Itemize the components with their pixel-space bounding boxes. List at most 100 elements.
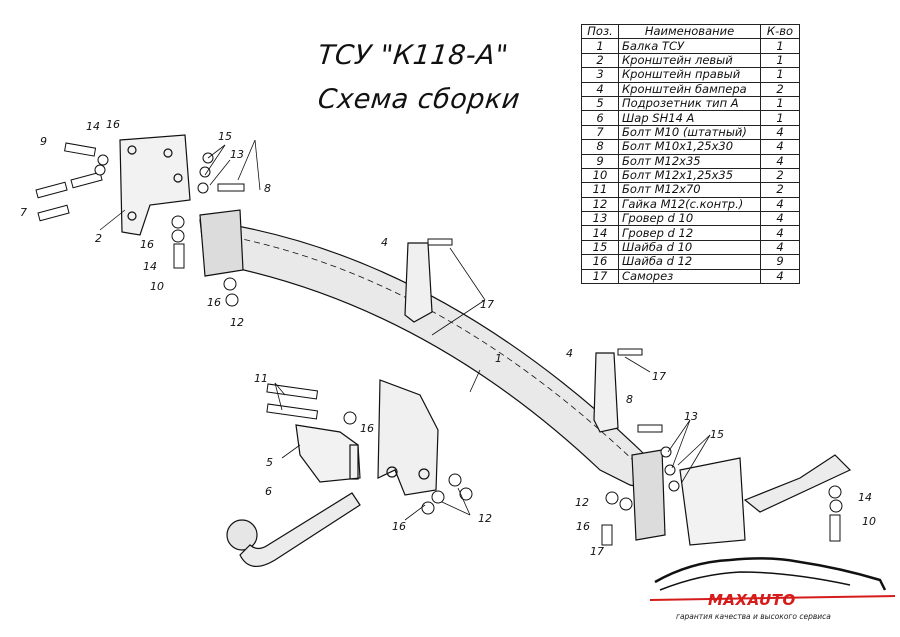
row-qty: 2 — [760, 182, 800, 198]
brand-name: MAXAUTO — [708, 591, 796, 609]
callout-13: 13 — [230, 148, 244, 161]
maxauto-logo — [649, 557, 896, 601]
left-bracket — [119, 134, 191, 236]
callout-7: 7 — [20, 206, 27, 219]
callout-12: 12 — [575, 496, 589, 509]
callout-17: 17 — [652, 370, 666, 383]
callout-16: 16 — [106, 118, 120, 131]
row-name: Балка ТСУ — [618, 38, 761, 54]
row-qty: 4 — [760, 139, 800, 155]
row-name: Гровер d 12 — [618, 225, 761, 241]
callout-12: 12 — [478, 512, 492, 525]
row-pos: 2 — [581, 52, 619, 69]
callout-16: 16 — [140, 238, 154, 251]
row-qty: 1 — [760, 52, 800, 69]
row-qty: 2 — [760, 167, 800, 184]
row-name: Саморез — [618, 268, 761, 285]
row-name: Болт М10х1,25х30 — [618, 139, 761, 155]
callout-10: 10 — [862, 515, 876, 528]
row-pos: 5 — [581, 95, 619, 112]
row-qty: 4 — [760, 196, 800, 213]
callout-11: 11 — [254, 372, 268, 385]
brand-tagline: гарантия качества и высокого сервиса — [676, 612, 831, 621]
row-pos: 13 — [581, 211, 619, 227]
callout-15: 15 — [218, 130, 232, 143]
callout-17: 17 — [590, 545, 604, 558]
row-pos: 10 — [581, 167, 619, 184]
callout-9: 9 — [40, 135, 47, 148]
row-name: Шайба d 10 — [618, 239, 761, 256]
callout-16: 16 — [207, 296, 221, 309]
row-qty: 4 — [760, 153, 800, 169]
callout-17: 17 — [480, 298, 494, 311]
callout-14: 14 — [86, 120, 100, 133]
row-qty: 4 — [760, 268, 800, 285]
row-pos: 15 — [581, 239, 619, 256]
header-pos: Поз. — [581, 23, 619, 40]
row-qty: 2 — [760, 81, 800, 97]
row-name: Шар SH14 А — [618, 110, 761, 126]
row-name: Болт М10 (штатный) — [618, 124, 761, 141]
row-name: Болт М12х70 — [618, 182, 761, 198]
row-pos: 3 — [581, 67, 619, 83]
row-pos: 6 — [581, 110, 619, 126]
row-pos: 4 — [581, 81, 619, 97]
callout-4: 4 — [381, 236, 388, 249]
callout-6: 6 — [265, 485, 272, 498]
callout-12: 12 — [230, 316, 244, 329]
row-pos: 17 — [581, 268, 619, 285]
row-pos: 7 — [581, 124, 619, 141]
table-header-row: Поз. Наименование К-во — [581, 23, 800, 40]
row-name: Болт М12х35 — [618, 153, 761, 169]
row-pos: 1 — [581, 38, 619, 54]
callout-16: 16 — [360, 422, 374, 435]
callout-14: 14 — [143, 260, 157, 273]
callout-5: 5 — [266, 456, 273, 469]
row-name: Гайка М12(с.контр.) — [618, 196, 761, 213]
callout-8: 8 — [264, 182, 271, 195]
row-pos: 8 — [581, 139, 619, 155]
header-qty: К-во — [760, 23, 800, 40]
callout-10: 10 — [150, 280, 164, 293]
bumper-bracket-right — [593, 352, 619, 433]
callout-8: 8 — [626, 393, 633, 406]
callout-1: 1 — [495, 352, 502, 365]
row-name: Болт М12х1,25х35 — [618, 167, 761, 184]
callout-2: 2 — [95, 232, 102, 245]
row-pos: 14 — [581, 225, 619, 241]
tow-ball — [226, 519, 258, 551]
callout-14: 14 — [858, 491, 872, 504]
callout-16: 16 — [392, 520, 406, 533]
row-pos: 12 — [581, 196, 619, 213]
center-bracket — [377, 379, 439, 496]
row-name: Гровер d 10 — [618, 211, 761, 227]
row-pos: 9 — [581, 153, 619, 169]
row-qty: 1 — [760, 95, 800, 112]
header-name: Наименование — [618, 23, 761, 40]
row-qty: 1 — [760, 67, 800, 83]
row-pos: 11 — [581, 182, 619, 198]
row-pos: 16 — [581, 254, 619, 270]
row-name: Кронштейн бампера — [618, 81, 761, 97]
row-qty: 1 — [760, 38, 800, 54]
row-name: Подрозетник тип А — [618, 95, 761, 112]
row-name: Шайба d 12 — [618, 254, 761, 270]
callout-4: 4 — [566, 347, 573, 360]
row-qty: 4 — [760, 124, 800, 141]
